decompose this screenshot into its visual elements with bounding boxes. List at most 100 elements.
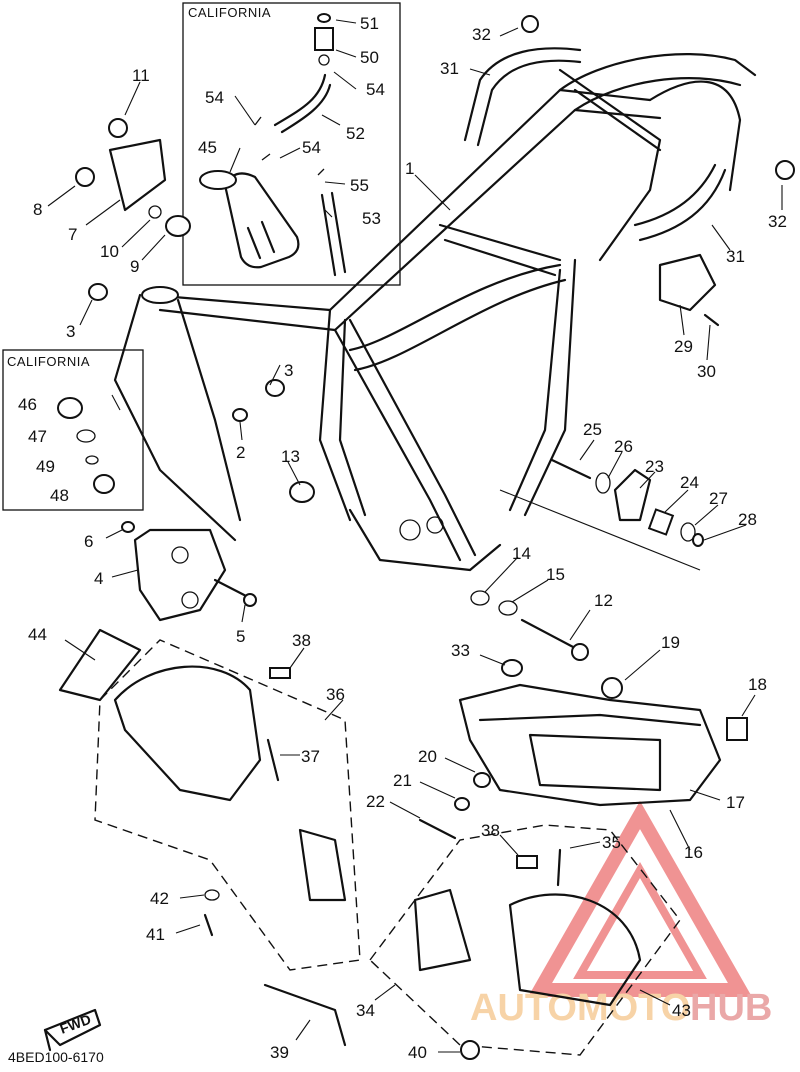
screw-37: [266, 738, 280, 782]
callout-24: 24: [680, 473, 699, 492]
bolt-32a: [521, 15, 539, 33]
callout-42: 42: [150, 889, 169, 908]
callout-32b: 32: [768, 212, 787, 231]
california-label-top: CALIFORNIA: [188, 5, 271, 20]
california-label-left: CALIFORNIA: [7, 354, 90, 369]
bolt-5: [213, 578, 252, 600]
watermark-text-hub: HUB: [690, 987, 772, 1029]
callout-16: 16: [684, 843, 703, 862]
callout-1: 1: [405, 159, 414, 178]
fwd-arrow-icon: FWD: [43, 1008, 102, 1052]
callout-28: 28: [738, 510, 757, 529]
callout-20: 20: [418, 747, 437, 766]
callout-27: 27: [709, 489, 728, 508]
callout-40: 40: [408, 1043, 427, 1062]
callout-17: 17: [726, 793, 745, 812]
side-cover-right: [508, 893, 642, 1007]
damper-3b: [265, 379, 285, 397]
drawing-code: 4BED100-6170: [8, 1049, 104, 1065]
callout-44: 44: [28, 625, 47, 644]
callout-10: 10: [100, 242, 119, 261]
callout-54a: 54: [366, 80, 385, 99]
grab-bar-31a: [463, 47, 582, 142]
bolt-32b: [775, 160, 795, 180]
hose-53: [320, 193, 337, 277]
callout-3a: 3: [66, 322, 75, 341]
callout-48: 48: [50, 486, 69, 505]
callout-14: 14: [512, 544, 531, 563]
side-cover-grille-right: [413, 888, 472, 972]
callout-13: 13: [281, 447, 300, 466]
washer-21: [454, 797, 470, 811]
callout-2: 2: [236, 443, 245, 462]
fwd-label: FWD: [58, 1011, 93, 1037]
california-box-left: [2, 349, 144, 511]
callout-30: 30: [697, 362, 716, 381]
callout-9: 9: [130, 257, 139, 276]
callout-5: 5: [236, 627, 245, 646]
callout-numbers: 51 50 54 52 54 54 45 55 53 1 32 31 31 32…: [18, 14, 787, 1062]
callout-35: 35: [602, 833, 621, 852]
callout-50: 50: [360, 48, 379, 67]
bolt-40: [460, 1040, 480, 1060]
callout-39: 39: [270, 1043, 289, 1062]
callout-41: 41: [146, 925, 165, 944]
nut-28: [692, 533, 704, 547]
collar-24: [647, 508, 675, 536]
charcoal-canister: [199, 170, 300, 269]
damper-3a: [88, 283, 108, 301]
damper-2: [232, 408, 248, 422]
bolt-11: [108, 118, 128, 138]
washer-26: [595, 472, 611, 494]
washer-42: [204, 889, 220, 901]
bolt-25: [550, 458, 592, 480]
callout-11: 11: [132, 66, 150, 85]
callout-31b: 31: [726, 247, 745, 266]
callout-43: 43: [672, 1001, 691, 1020]
callout-23: 23: [645, 457, 664, 476]
callout-47: 47: [28, 427, 47, 446]
callout-29: 29: [674, 337, 693, 356]
grommet-38a: [269, 667, 291, 679]
battery-box-16: [458, 683, 722, 807]
callout-53: 53: [362, 209, 381, 228]
callout-54c: 54: [302, 138, 321, 157]
nut-9: [165, 215, 191, 237]
callout-49: 49: [36, 457, 55, 476]
main-frame: [113, 53, 757, 572]
watermark-text-automoto: AUTOMOTO: [470, 987, 690, 1029]
callout-55: 55: [350, 176, 369, 195]
nut-6: [121, 521, 135, 533]
callout-22: 22: [366, 792, 385, 811]
side-cover-grille-left: [298, 828, 347, 902]
washer-15: [498, 600, 518, 616]
callout-18: 18: [748, 675, 767, 694]
screw-35: [556, 848, 562, 887]
side-cover-group-34: [369, 824, 681, 1056]
bolt-8: [75, 167, 95, 187]
callout-34: 34: [356, 1001, 375, 1020]
damper-33: [501, 659, 523, 677]
leader-lines: [47, 19, 783, 1053]
callout-31a: 31: [440, 59, 459, 78]
clips-54-55: [254, 116, 325, 176]
callout-32a: 32: [472, 25, 491, 44]
callout-45: 45: [198, 138, 217, 157]
washer-10: [148, 205, 162, 219]
callout-12: 12: [594, 591, 613, 610]
nut-20: [473, 772, 491, 788]
hose-52-inner: [280, 83, 332, 134]
callout-33: 33: [451, 641, 470, 660]
engine-mount-bracket: [133, 528, 227, 622]
plate-17: [528, 733, 662, 792]
callout-6: 6: [84, 532, 93, 551]
bracket-29: [658, 253, 717, 312]
callout-19: 19: [661, 633, 680, 652]
callout-46: 46: [18, 395, 37, 414]
callout-38b: 38: [481, 821, 500, 840]
callout-8: 8: [33, 200, 42, 219]
callout-21: 21: [393, 771, 412, 790]
bracket-7: [108, 138, 167, 212]
emblem-44: [58, 628, 142, 702]
